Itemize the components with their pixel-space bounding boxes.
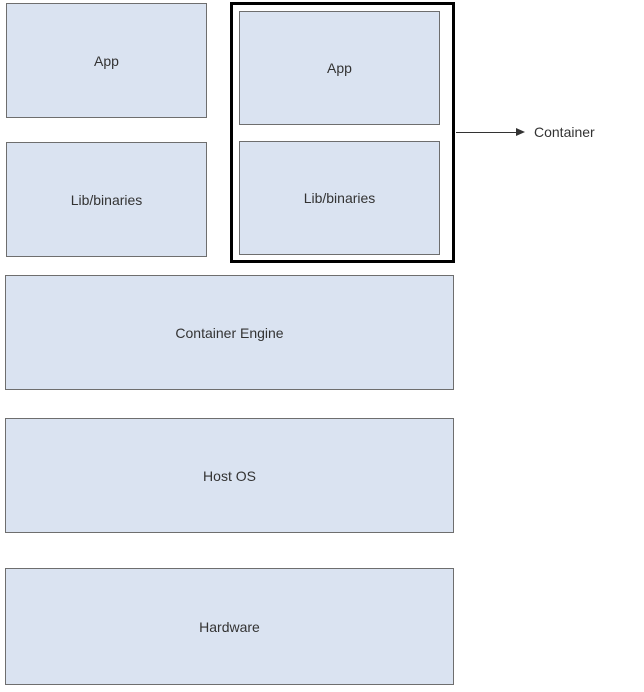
container-annotation-arrow-line [456, 132, 516, 133]
host-os-layer-box: Host OS [5, 418, 454, 533]
host-os-label: Host OS [203, 467, 256, 484]
container-lib-binaries-box: Lib/binaries [239, 141, 440, 255]
container-engine-layer-box: Container Engine [5, 275, 454, 390]
left-stack-lib-binaries-label: Lib/binaries [70, 191, 143, 208]
container-annotation-arrowhead-icon [516, 128, 525, 136]
container-lib-binaries-label: Lib/binaries [303, 190, 376, 206]
container-annotation-label: Container [534, 124, 595, 140]
left-stack-app-label: App [94, 52, 119, 69]
hardware-layer-box: Hardware [5, 568, 454, 685]
container-app-label: App [327, 60, 352, 76]
container-group-frame: App Lib/binaries [230, 2, 455, 263]
left-stack-lib-binaries-box: Lib/binaries [6, 142, 207, 257]
container-app-box: App [239, 11, 440, 125]
container-engine-label: Container Engine [175, 324, 284, 341]
left-stack-app-box: App [6, 3, 207, 118]
hardware-label: Hardware [199, 618, 260, 635]
